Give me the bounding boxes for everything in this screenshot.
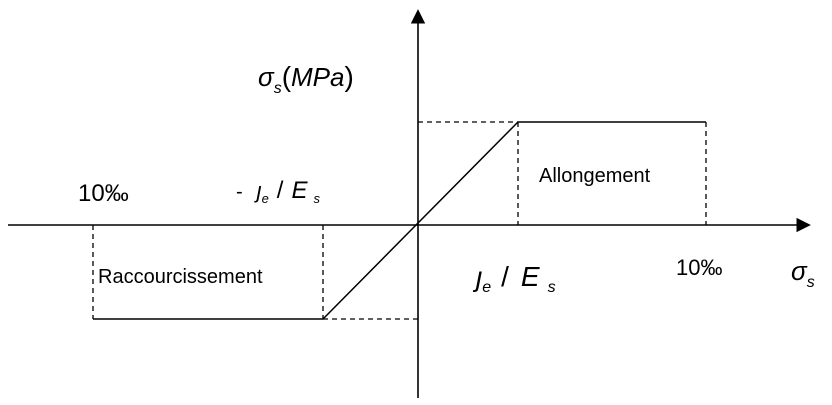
compression-region-label: Raccourcissement — [98, 266, 263, 288]
neg-strain-limit-label: 10‰ — [78, 180, 129, 207]
stress-strain-curve — [93, 121, 706, 320]
x-axis-label: σs — [791, 256, 815, 291]
y-axis-label: σs(MPa) — [258, 61, 354, 97]
tension-region-label: Allongement — [539, 165, 651, 187]
pos-strain-limit-label: 10‰ — [676, 255, 722, 280]
